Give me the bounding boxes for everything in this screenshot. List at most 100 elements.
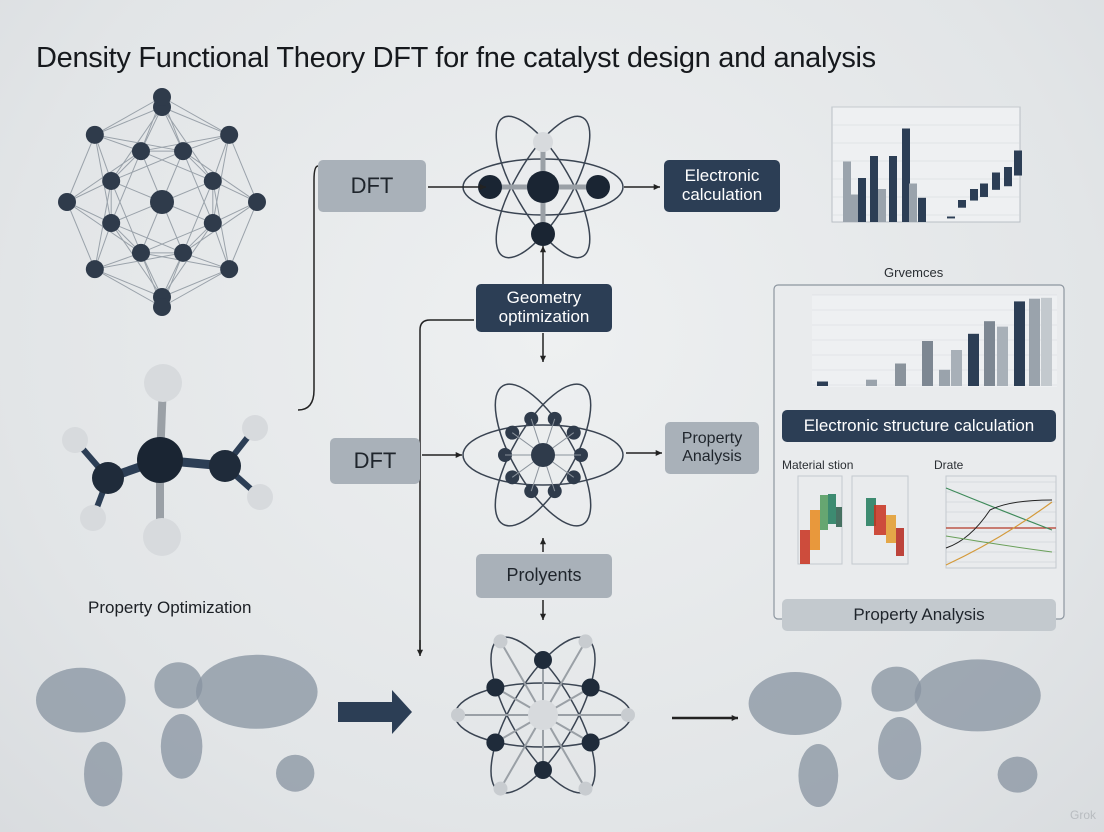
- world-map-left: [276, 754, 315, 792]
- dft-box-top: DFT: [318, 160, 426, 212]
- atom: [581, 733, 600, 752]
- orbit: [495, 115, 591, 259]
- atom: [102, 214, 121, 233]
- bond-line: [110, 222, 184, 254]
- arrow-head-icon: [653, 183, 660, 191]
- connector-line: [297, 165, 319, 411]
- bond-line: [66, 134, 96, 203]
- chart-bar: [889, 156, 897, 222]
- atom: [527, 171, 559, 203]
- bond-line: [94, 96, 163, 136]
- atom: [486, 678, 505, 697]
- atom: [209, 450, 241, 482]
- drate-label: Drate: [934, 458, 964, 472]
- heatmap-cell: [886, 515, 896, 543]
- atom: [85, 260, 104, 279]
- bond-line: [161, 268, 230, 308]
- atom: [143, 518, 181, 556]
- world-map-left: [195, 654, 318, 729]
- chart-bar: [843, 161, 851, 222]
- atom: [144, 364, 182, 402]
- atom: [153, 298, 171, 316]
- heatmap-cell: [828, 494, 836, 524]
- heatmap-cell: [836, 507, 842, 527]
- material-label: Material stion: [782, 458, 854, 472]
- atom: [578, 781, 593, 796]
- atom: [58, 193, 76, 211]
- chart-bar: [1029, 298, 1040, 386]
- world-map-right: [871, 666, 922, 712]
- atom: [137, 437, 183, 483]
- connector-line: [419, 319, 474, 650]
- electronic-structure-box: Electronic structure calculation: [782, 410, 1056, 442]
- atom: [248, 193, 266, 211]
- atom: [131, 142, 150, 161]
- atom: [203, 171, 222, 190]
- bond-line: [182, 180, 214, 254]
- orbit: [494, 383, 592, 527]
- prolyents-box: Prolyents: [476, 554, 612, 598]
- orbit: [462, 424, 624, 486]
- dft-box-middle: DFT: [330, 438, 420, 484]
- world-map-right: [914, 659, 1041, 732]
- series-line: [945, 535, 1053, 553]
- arrow-head-icon: [539, 246, 547, 253]
- chart-bar: [866, 379, 877, 386]
- atom: [102, 171, 121, 190]
- atom: [531, 443, 555, 467]
- atom: [621, 708, 635, 722]
- bond-line: [182, 150, 214, 224]
- atom: [478, 175, 502, 199]
- arrow-head-icon: [655, 449, 662, 457]
- atom: [174, 142, 193, 161]
- chart-bar: [817, 381, 828, 386]
- atom: [486, 733, 505, 752]
- atom: [534, 651, 552, 669]
- chart-bar: [878, 189, 886, 222]
- property-analysis-box: Property Analysis: [665, 422, 759, 474]
- world-map-right: [997, 756, 1038, 793]
- world-map-left: [84, 741, 123, 807]
- arrow-head-icon: [479, 183, 486, 191]
- world-map-left: [36, 667, 126, 733]
- bond-line: [110, 180, 142, 254]
- atom: [92, 462, 124, 494]
- chart-bar: [922, 341, 933, 386]
- chart-bar: [997, 326, 1008, 386]
- atom: [85, 125, 104, 144]
- atom: [534, 761, 552, 779]
- chart-bar: [1014, 301, 1025, 386]
- arrow-head-icon: [731, 714, 738, 722]
- series-line: [945, 487, 1053, 531]
- bond-line: [228, 134, 258, 203]
- atom: [531, 222, 555, 246]
- atom: [247, 484, 273, 510]
- series-line: [945, 501, 1053, 566]
- heatmap-cell: [800, 530, 810, 564]
- bond-line: [110, 150, 142, 224]
- chart-bar: [902, 128, 910, 222]
- chart-bar: [970, 189, 978, 201]
- arrow-head-icon: [455, 451, 462, 459]
- atom: [493, 781, 508, 796]
- bond-line: [161, 106, 230, 136]
- chart-bar: [870, 156, 878, 222]
- watermark: Grok: [1070, 808, 1097, 822]
- world-map-left: [154, 662, 203, 709]
- chart-bar: [909, 183, 917, 222]
- orbit: [494, 383, 592, 527]
- bond-line: [161, 96, 230, 136]
- atom: [174, 243, 193, 262]
- chart-bar: [895, 363, 906, 386]
- big-arrow-icon: [338, 690, 412, 734]
- bond-line: [110, 150, 184, 182]
- heatmap-cell: [896, 528, 904, 556]
- chart-bar: [850, 194, 858, 222]
- atom: [451, 708, 465, 722]
- arrow-head-icon: [539, 613, 547, 620]
- world-map-left: [160, 714, 203, 779]
- atom: [80, 505, 106, 531]
- chart-bar: [992, 172, 1000, 190]
- atom: [586, 175, 610, 199]
